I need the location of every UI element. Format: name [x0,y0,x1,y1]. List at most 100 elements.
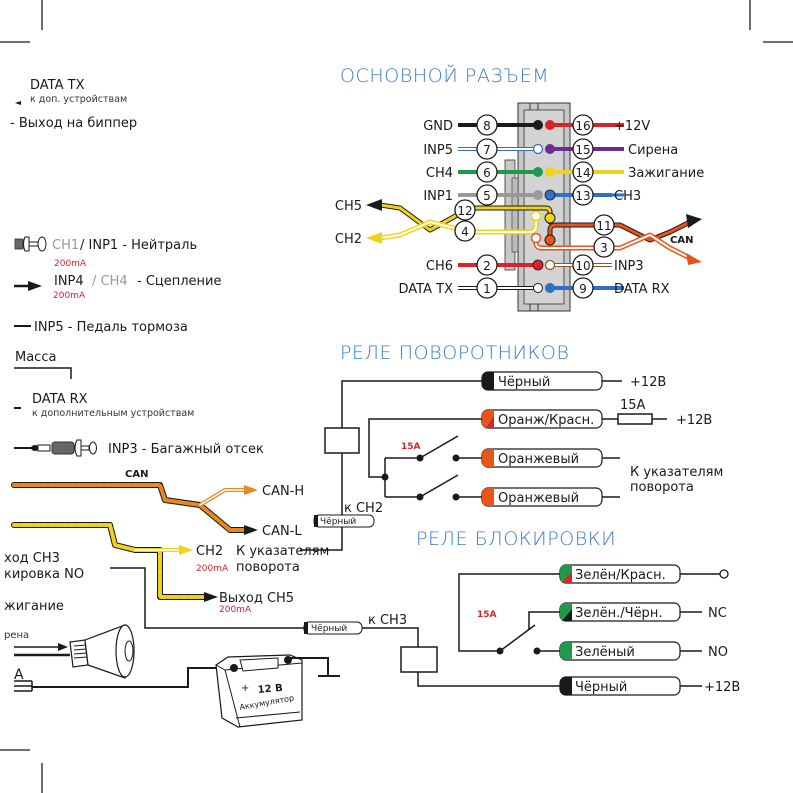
pin-6: 6 [483,166,491,180]
pin-14: 14 [575,166,590,180]
ch1-label: CH1 [52,238,79,253]
ch5-current: 200mA [219,605,252,615]
ch2-ch5-twisted-cable [11,522,218,602]
terminal-open [719,569,729,579]
battery-ground-wire [288,657,329,676]
turn-wire-tag: Оранжевый [481,487,603,507]
turn-relay-nodes [381,454,460,501]
tag-coil-black: Чёрный [320,517,356,527]
label-ch6: CH6 [426,259,453,274]
data-rx-label: DATA RX [32,392,88,407]
tag-coil-black: Чёрный [311,624,347,634]
label-can: CAN [670,235,693,246]
data-tx-label: DATA TX [30,78,85,93]
ignition-label: жигание [4,599,64,614]
to-ch2-label: к CH2 [344,501,383,516]
turn-fuse-rating: 15A [620,398,646,413]
block-wire-tag: Чёрный [559,676,681,696]
turn-12v-2: +12В [676,413,712,428]
block-wire-tag: Зелёный [559,641,681,661]
ch3-wire [110,567,305,629]
ch1-current: 200mA [54,259,87,269]
to-ch3-label: к CH3 [368,613,407,628]
pin-numbers: 8 7 6 5 12 4 2 1 16 15 14 13 11 3 10 9 [457,119,611,296]
clutch-label: - Сцепление [137,274,222,289]
pin-number-badges [454,114,615,299]
block-relay-title: РЕЛЕ БЛОКИРОВКИ [416,528,616,550]
fuse-terminal [14,680,33,692]
pin-5: 5 [483,189,491,203]
label-ch2: CH2 [335,232,362,247]
turn-signals-label-1: К указателям [236,544,329,559]
label-data-rx: DATA RX [614,282,670,297]
ch2-current: 200mA [196,564,229,574]
can-twisted-cable [11,482,258,535]
plug-icon [14,236,47,252]
block-relay-diagram [360,573,720,687]
turn-signals-label-1: К указателям [630,465,723,480]
label-ignition: Зажигание [628,166,704,181]
ch3-out-label: ход CH3 [4,551,60,566]
label-inp1: INP1 [423,189,453,204]
can-h-label: CAN-H [262,484,304,499]
battery-plus-wire [32,667,235,688]
turn-12v-1: +12В [630,375,666,390]
label-ch3: CH3 [614,189,641,204]
turn-signals-label-2: поворота [630,480,694,495]
beeper-label: - Выход на биппер [10,116,137,131]
turn-relay-title: РЕЛЕ ПОВОРОТНИКОВ [340,342,569,364]
battery-plus-sign: + [241,683,249,694]
left-stubs [458,123,624,290]
pin-12: 12 [457,204,472,218]
inp1-neutral-label: / INP1 - Нейтраль [80,238,197,253]
left-pin-wires [458,123,538,290]
turn-wire-tag: Оранжевый [481,448,603,468]
block-switch-rating: 15A [477,610,497,620]
block-wire-tag: Зелён/Красн. [559,564,681,584]
arrow-icon [15,101,21,105]
connector-pin-dots [530,120,556,293]
can-l-label: CAN-L [262,524,302,539]
tag-green-red: Зелён/Красн. [575,568,666,583]
siren-icon [14,624,135,679]
tag-green-black: Зелён./Чёрн. [575,606,662,621]
label-gnd: GND [423,119,453,134]
block-wire-tag: Зелён./Чёрн. [559,602,681,622]
inp3-trunk-label: INP3 - Багажный отсек [108,442,264,457]
can-label: CAN [125,469,148,480]
ch4-label: / CH4 [92,274,128,289]
turn-coil-tag: Чёрный [313,514,375,528]
pin-10: 10 [575,259,590,273]
turn-wire-tag: Чёрный [481,371,603,391]
tag-orange-2: Оранжевый [498,491,579,506]
block-relay-nodes [496,647,541,655]
pin-4: 4 [461,225,469,239]
pin-16: 16 [575,119,590,133]
turn-switch-rating: 15A [401,442,421,452]
turn-wire-tag: Оранж/Красн. [481,409,603,429]
pin-9: 9 [579,282,587,296]
label-inp5: INP5 [423,143,453,158]
data-rx-sub: к дополнительным устройствам [32,408,194,419]
label-ch4: CH4 [426,166,453,181]
left-legend: DATA TX к доп. устройствам - Выход на би… [4,78,340,728]
block-12v-label: +12В [704,680,740,695]
pin-11: 11 [596,219,611,233]
data-tx-sub: к доп. устройствам [30,94,127,105]
tag-orange-red: Оранж/Красн. [498,413,594,428]
turn-signals-label-2: поворота [236,560,300,575]
a-label: А [14,667,24,683]
trunk-switch-icon [14,439,97,457]
block-coil-tag: Чёрный [303,621,363,635]
block-no-label: кировка NO [4,567,84,582]
ground-label: Масса [15,350,56,365]
ground-symbol [14,367,72,379]
siren-label: рена [4,630,29,641]
label-siren: Сирена [628,143,678,158]
tag-orange-1: Оранжевый [498,452,579,467]
pin-3: 3 [600,241,608,255]
tag-black: Чёрный [575,680,627,695]
battery-voltage: 12 В [257,683,283,696]
